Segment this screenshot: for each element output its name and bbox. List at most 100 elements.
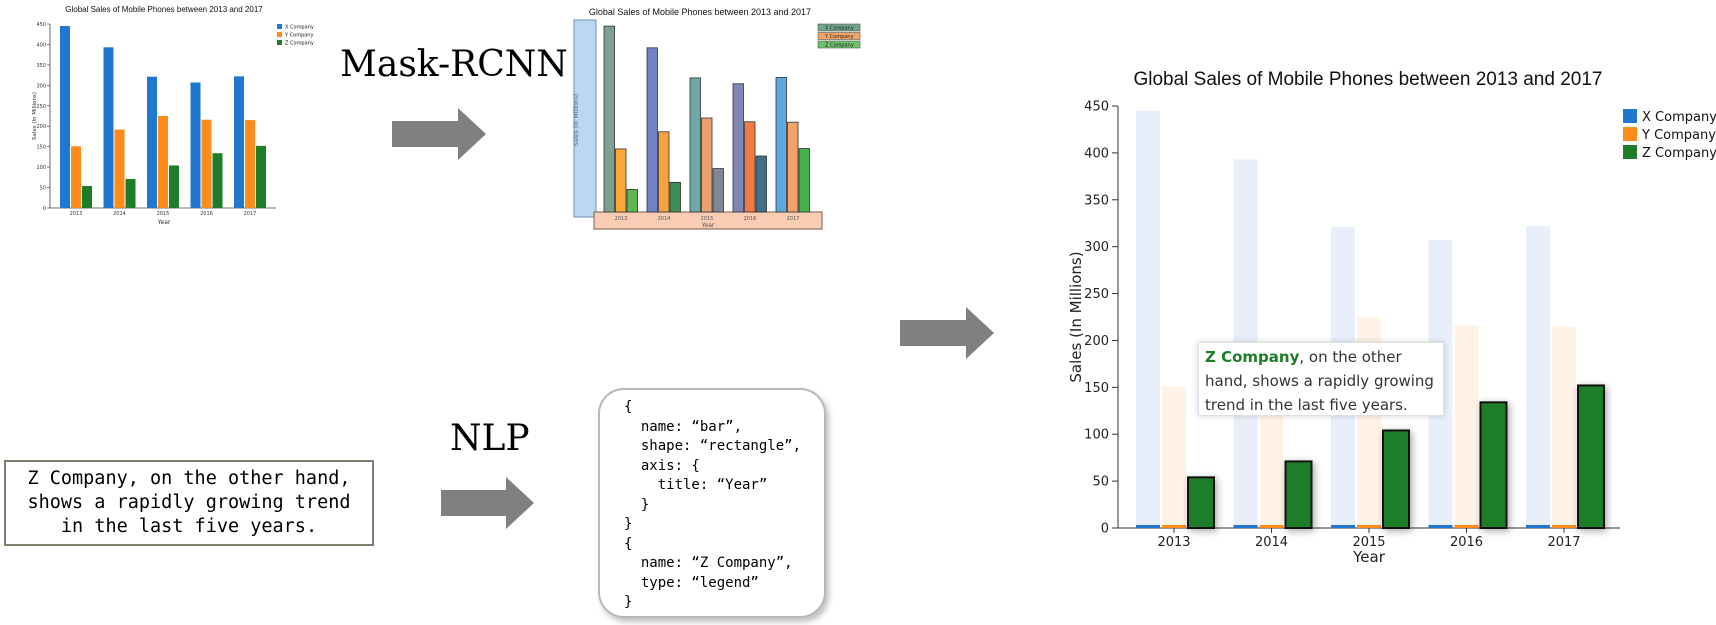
bar-base-mark (1136, 525, 1160, 528)
legend-mask (817, 23, 861, 32)
y-tick-label: 50 (40, 186, 46, 192)
bar-z-company (169, 165, 179, 208)
y-tick-label: 100 (1084, 428, 1109, 443)
y-tick-label: 300 (36, 83, 46, 89)
arrow-nlp (441, 477, 534, 529)
bar-mask-x-company (732, 83, 744, 213)
x-tick-label: 2015 (157, 211, 170, 217)
y-axis-title: Sales (In Millions) (573, 94, 580, 146)
y-tick-label: 150 (36, 145, 46, 151)
bar-z-company-highlighted (1479, 401, 1508, 529)
legend-label: Y Company (284, 33, 313, 39)
y-tick-label: 0 (1101, 522, 1109, 537)
json-line: shape: “rectangle”, (624, 438, 802, 454)
chart-title: Global Sales of Mobile Phones between 20… (1133, 69, 1602, 90)
legend-swatch (1623, 145, 1637, 159)
json-spec-box: { name: “bar”, shape: “rectangle”, axis:… (598, 388, 826, 618)
legend-mask (817, 40, 861, 49)
legend-swatch (277, 40, 282, 45)
bar-x-company (147, 76, 157, 208)
json-line: } (624, 516, 633, 532)
x-axis-title: Year (1352, 548, 1386, 566)
x-tick-label: 2016 (744, 216, 757, 222)
bar-base-mark (1233, 525, 1258, 528)
y-tick-label: 400 (1084, 146, 1109, 161)
y-tick-label: 350 (36, 63, 46, 69)
y-tick-label: 450 (1084, 100, 1109, 115)
bar-base-mark (1454, 525, 1479, 528)
bar-mask-x-company (603, 25, 615, 213)
json-line: { (624, 535, 633, 552)
bar-mask-z-company (626, 189, 638, 213)
bar-x-company (60, 26, 70, 208)
legend-label: X Company (825, 26, 854, 32)
legend-label: Z Company (825, 43, 854, 49)
y-tick-label: 350 (1084, 193, 1109, 208)
callout-text: , on the other hand, shows a rapidly gro… (1205, 348, 1434, 414)
arrow-to-output (900, 307, 994, 359)
bar-z-company-highlighted (1577, 384, 1605, 529)
input-sentence-box: Z Company, on the other hand, shows a ra… (4, 460, 374, 546)
bar-y-company (114, 129, 125, 208)
bar-mask-z-company (755, 155, 767, 213)
legend-label: Y Company (1641, 128, 1716, 143)
json-line: axis: { (624, 457, 700, 474)
x-tick-label: 2015 (1352, 535, 1385, 550)
chart-original: Global Sales of Mobile Phones between 20… (32, 5, 314, 226)
y-axis-title: Sales (In Millions) (1067, 251, 1085, 382)
y-tick-label: 50 (1092, 475, 1109, 490)
x-tick-label: 2017 (787, 216, 800, 222)
x-tick-label: 2013 (1157, 535, 1190, 550)
x-tick-label: 2017 (244, 211, 257, 217)
x-tick-label: 2013 (615, 216, 628, 222)
legend-mask (817, 32, 861, 40)
bar-y-company-faded (1552, 326, 1576, 528)
y-axis-title: Sales (In Millions) (32, 92, 38, 140)
bar-mask-y-company (701, 117, 713, 213)
y-tick-label: 200 (1084, 334, 1109, 349)
bar-mask-y-company (787, 121, 799, 213)
y-tick-label: 300 (1084, 240, 1109, 255)
x-tick-label: 2016 (1450, 535, 1483, 550)
bar-x-company-faded (1136, 110, 1160, 528)
legend-label: X Company (1642, 110, 1716, 125)
bar-z-company (256, 145, 266, 208)
bar-y-company (201, 119, 212, 208)
x-tick-label: 2014 (113, 211, 126, 217)
x-tick-label: 2017 (1547, 535, 1580, 550)
mask-rcnn-label: Mask-RCNN (340, 44, 568, 85)
bar-base-mark (1259, 525, 1284, 528)
x-tick-label: 2015 (701, 216, 714, 222)
input-sentence-text: Z Company, on the other hand, shows a ra… (27, 468, 351, 537)
y-tick-label: 0 (43, 206, 46, 212)
legend-label: Y Company (824, 34, 853, 40)
bar-y-company (245, 120, 255, 208)
legend-label: Z Company (1642, 146, 1716, 161)
chart-title: Global Sales of Mobile Phones between 20… (589, 7, 811, 17)
bar-y-company-faded (1162, 386, 1186, 528)
json-line: } (624, 594, 633, 610)
bar-mask-z-company (712, 168, 724, 213)
legend-label: X Company (285, 25, 314, 31)
x-axis-title: Year (157, 219, 171, 226)
json-line: name: “bar”, (624, 418, 743, 435)
bar-z-company (212, 153, 223, 208)
json-line: { (624, 399, 633, 415)
bar-mask-x-company (689, 77, 701, 213)
legend-swatch (1623, 109, 1637, 123)
legend-swatch (1623, 127, 1637, 141)
bar-mask-x-company (775, 77, 787, 213)
bar-z-company-highlighted (1187, 476, 1215, 529)
bar-x-company (190, 82, 201, 208)
bar-z-company (82, 185, 92, 208)
callout-highlight: Z Company (1205, 348, 1300, 366)
bar-mask-y-company (744, 121, 756, 213)
y-tick-label: 250 (36, 104, 46, 110)
bar-mask-z-company (798, 148, 810, 213)
json-line: type: “legend” (624, 574, 759, 591)
bar-base-mark (1428, 525, 1453, 528)
bar-base-mark (1357, 525, 1381, 528)
y-axis-mask (573, 19, 597, 218)
bar-mask-y-company (615, 148, 627, 213)
y-tick-label: 150 (1084, 381, 1109, 396)
